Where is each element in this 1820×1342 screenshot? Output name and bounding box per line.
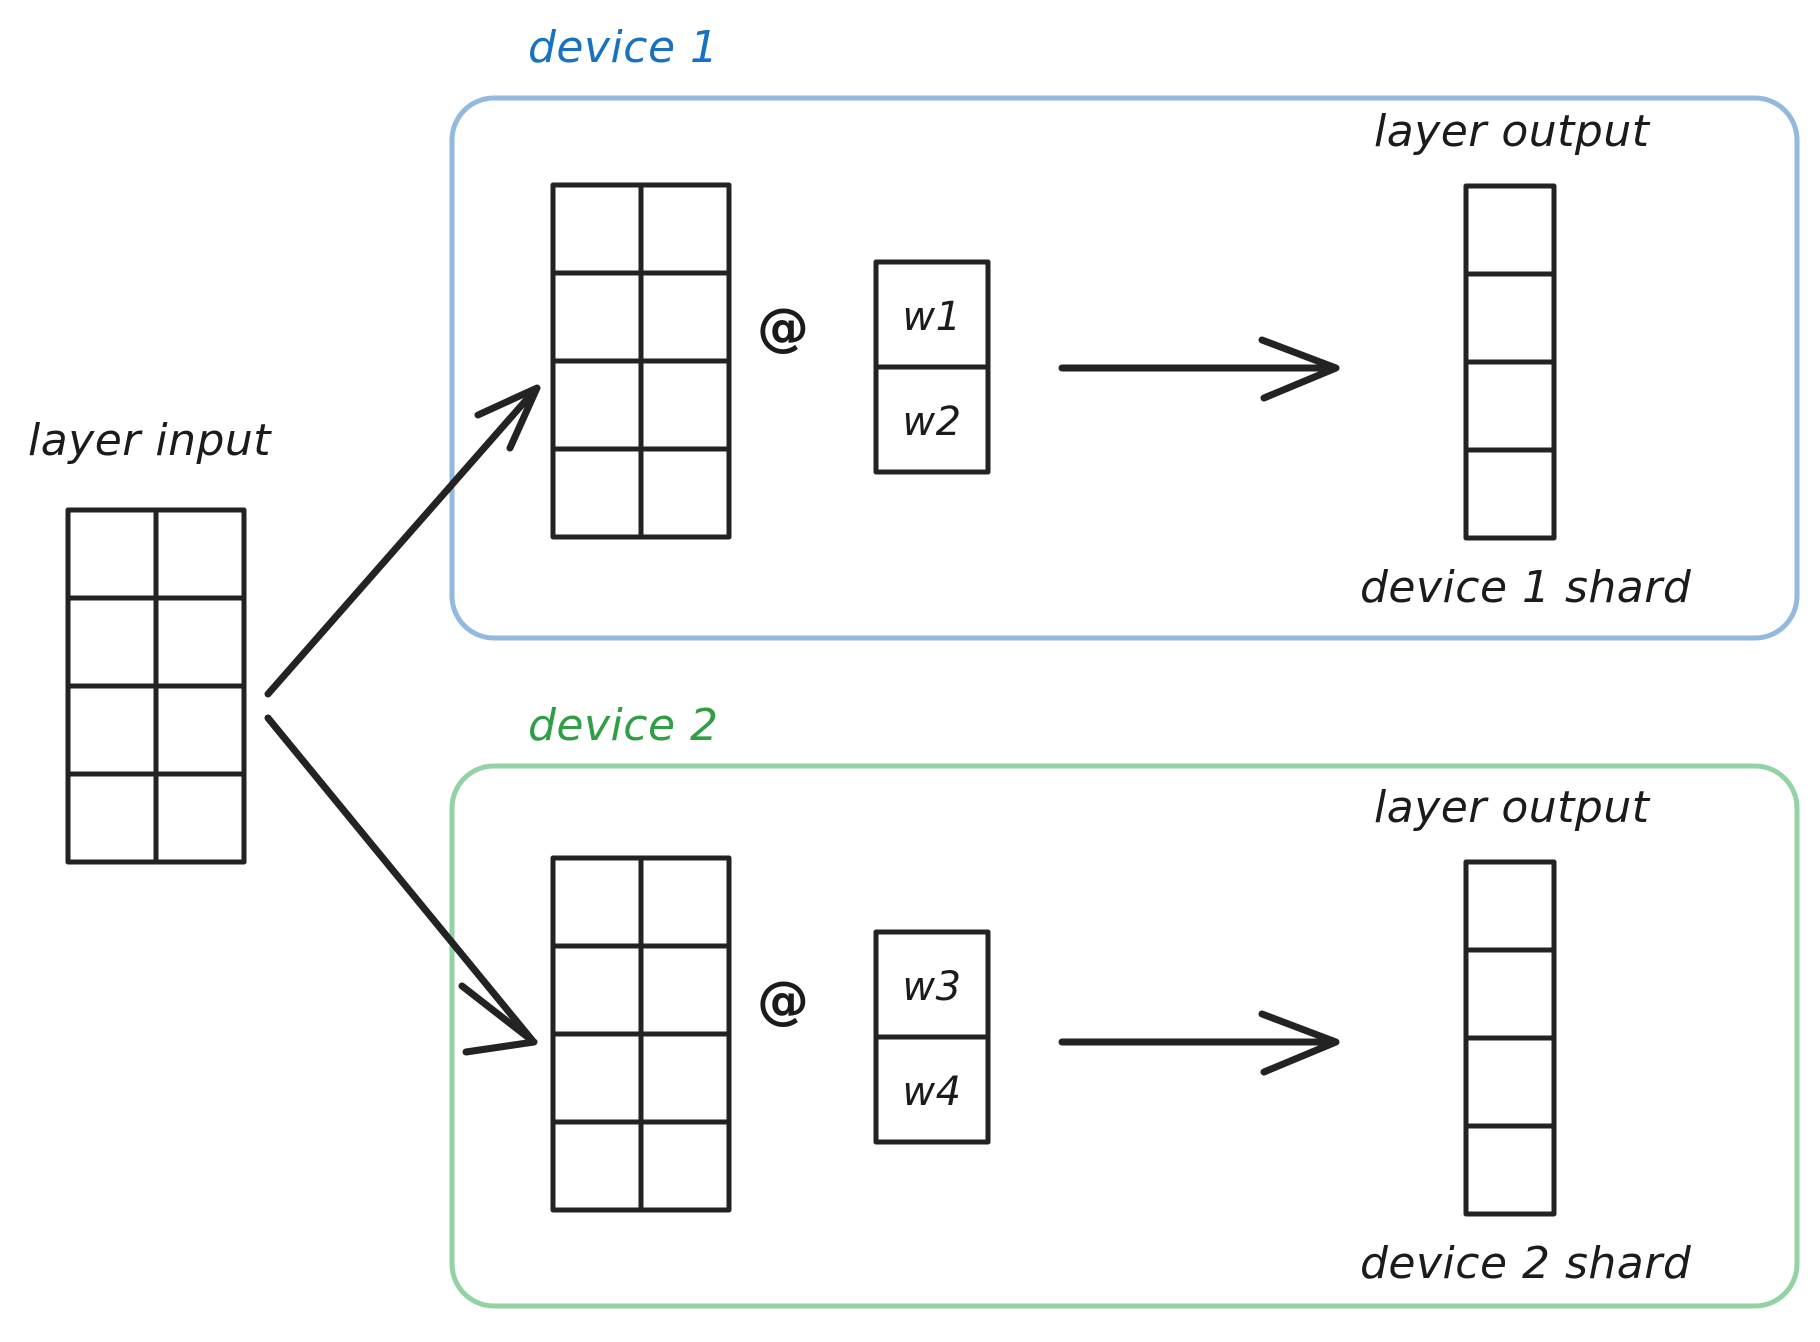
- device-2-matmul-operator: @: [757, 971, 809, 1031]
- split-arrow-to-device-1: [264, 384, 541, 698]
- device-2-shard-label: device 2 shard: [1360, 1238, 1692, 1289]
- device-2-result-arrow: [1058, 1010, 1340, 1076]
- device-2-label: device 2: [528, 700, 719, 751]
- device-1-shard-label: device 1 shard: [1360, 562, 1692, 613]
- device-1-weight-matrix: [873, 259, 991, 475]
- device-1-label: device 1: [528, 22, 719, 73]
- weight-cell-w3: w3: [902, 964, 961, 1010]
- split-arrow-to-device-2: [264, 714, 538, 1056]
- weight-cell-w4: w4: [902, 1069, 961, 1115]
- layer-input-matrix: [65, 507, 247, 865]
- device-1-result-arrow: [1058, 336, 1340, 402]
- device-1-layer-output-label: layer output: [1374, 106, 1651, 157]
- layer-input-label: layer input: [28, 415, 272, 466]
- weight-cell-w1: w1: [902, 294, 961, 340]
- device-2-weight-matrix: [873, 929, 991, 1145]
- device-1-container: [449, 95, 1800, 641]
- device-1-matmul-operator: @: [757, 298, 809, 358]
- weight-cell-w2: w2: [902, 399, 961, 445]
- device-2-layer-output-label: layer output: [1374, 782, 1651, 833]
- device-2-container: [449, 763, 1800, 1309]
- device-2-output-matrix: [1463, 859, 1557, 1217]
- device-2-activation-matrix: [550, 855, 732, 1213]
- device-1-activation-matrix: [550, 182, 732, 540]
- device-1-output-matrix: [1463, 183, 1557, 541]
